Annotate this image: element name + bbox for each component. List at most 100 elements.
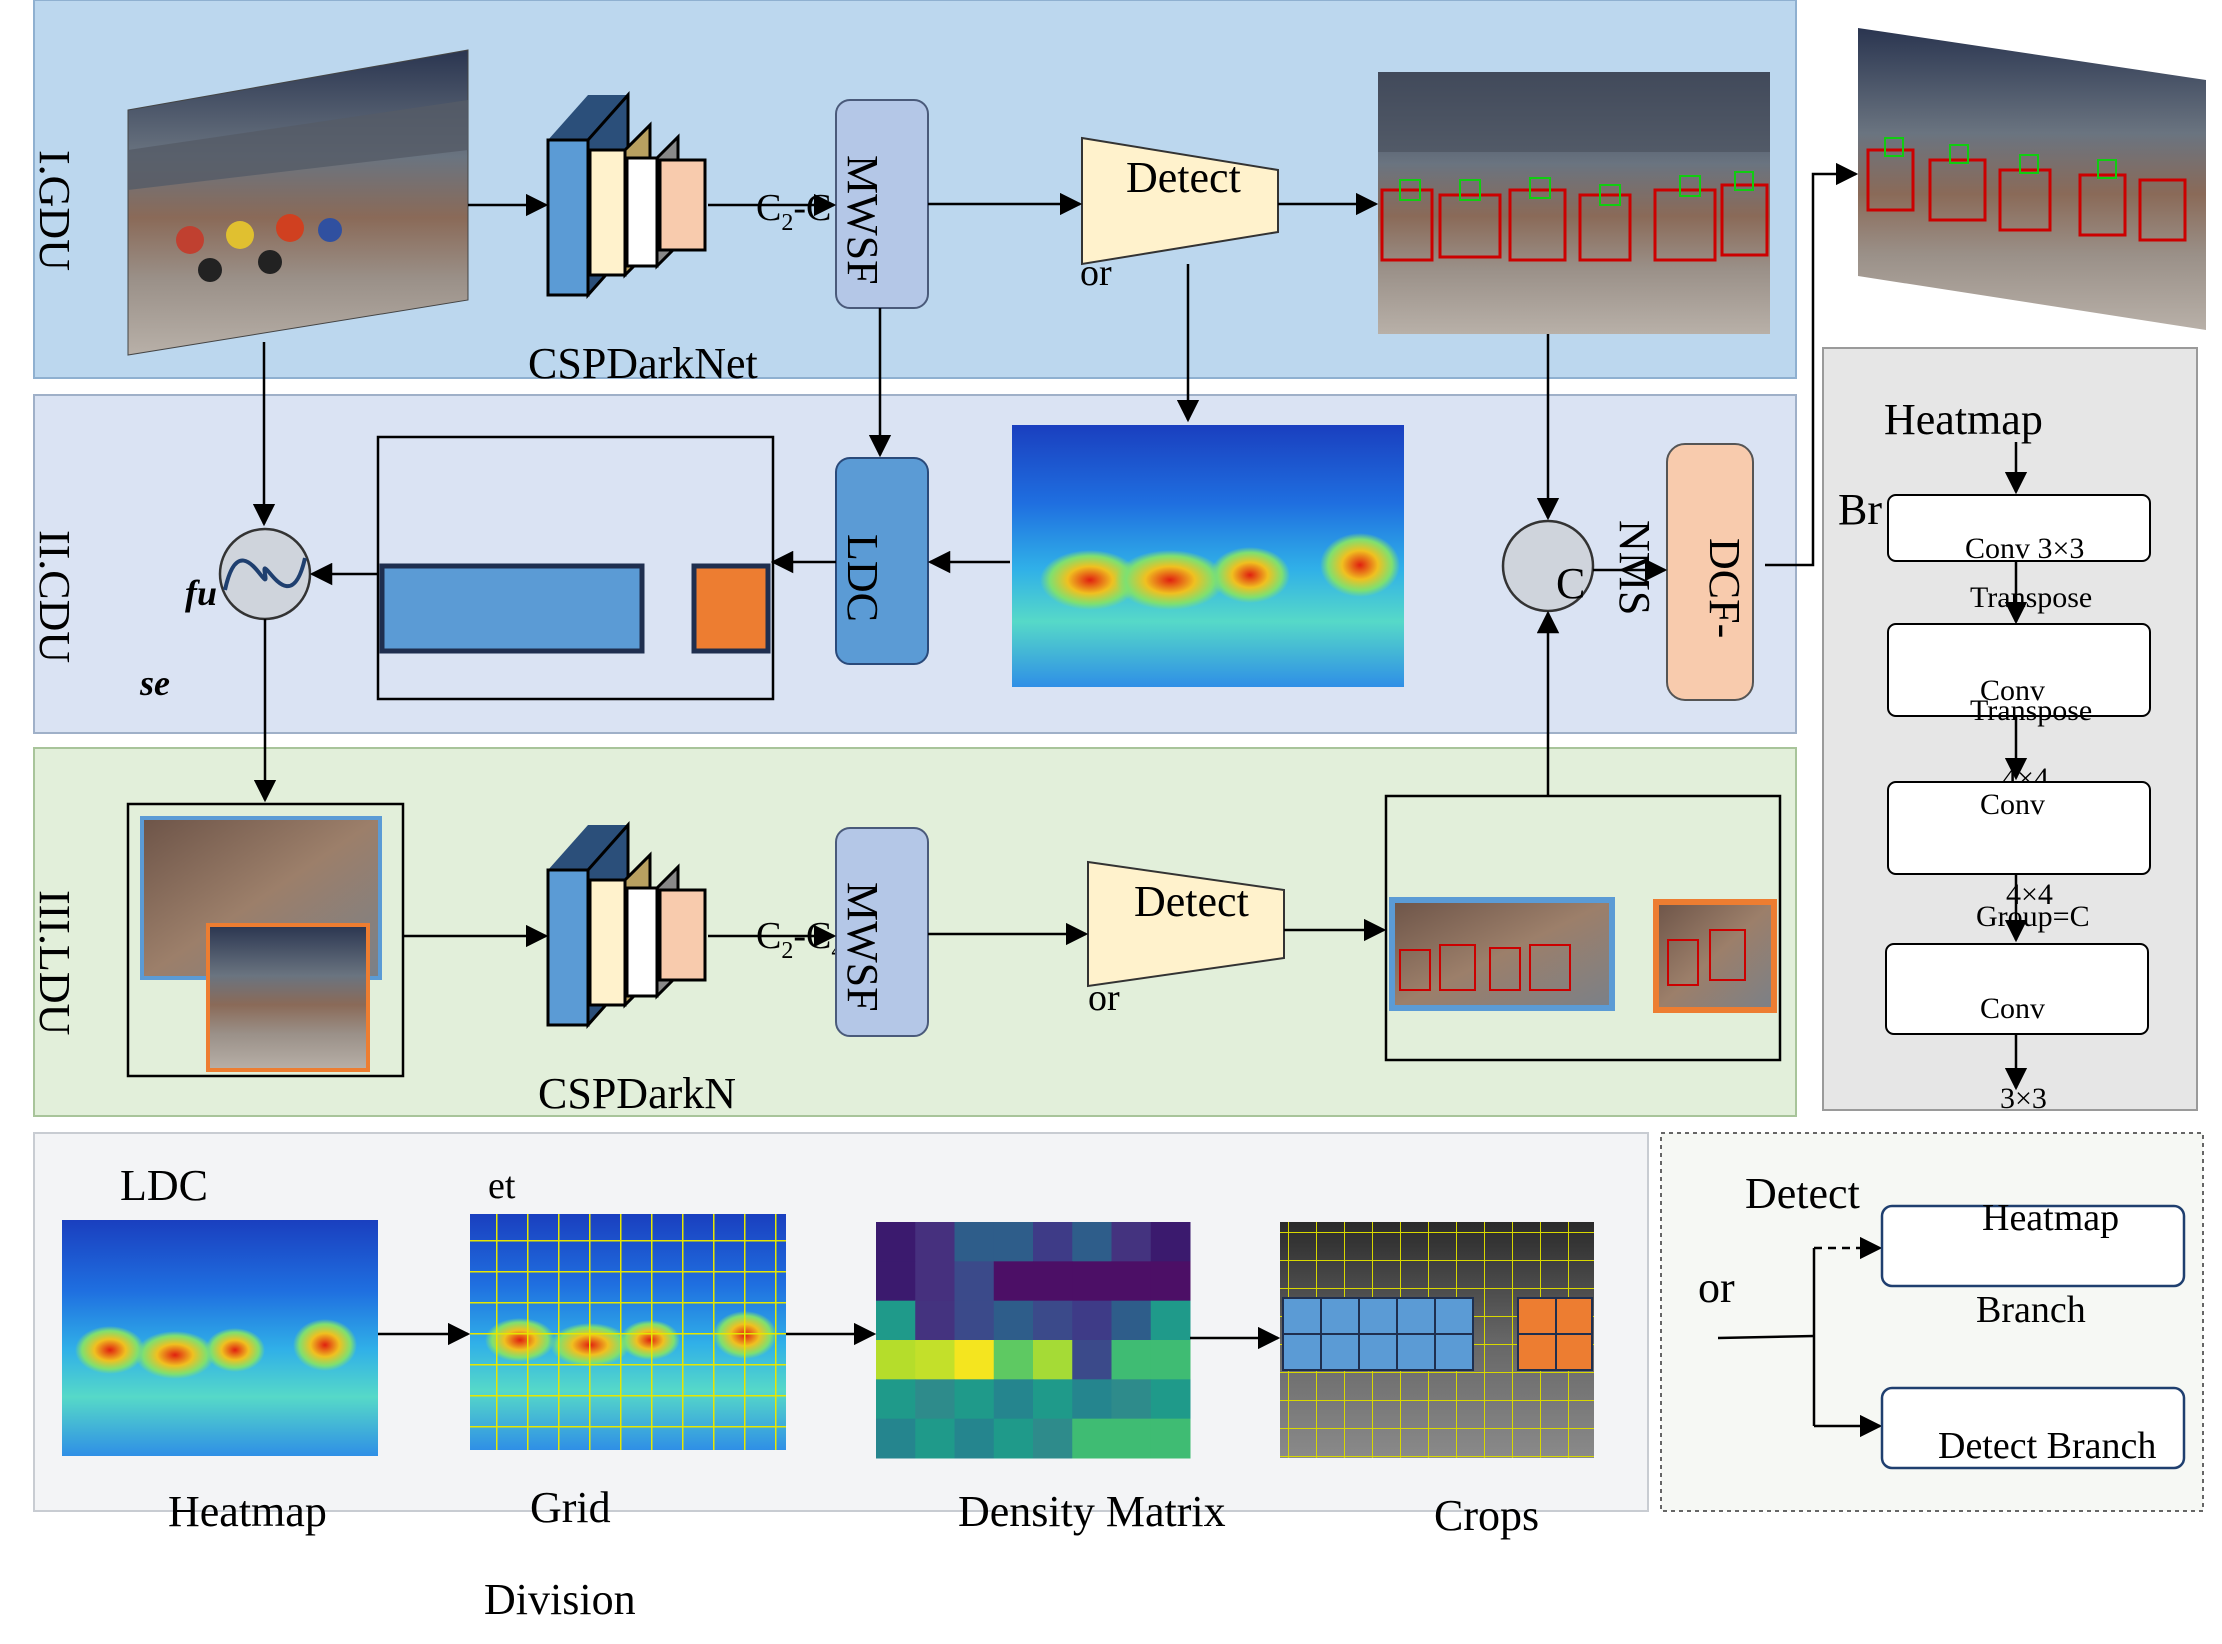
detect-or-label-ldu: or [1088,977,1120,1019]
ldc-crops [1280,1222,1594,1458]
mwsf-label: MWSF [838,155,887,285]
density-cell [993,1340,1034,1380]
density-cell [1111,1300,1152,1341]
hb-block-1 [1887,494,2151,562]
density-cell [993,1261,1034,1302]
density-cell [915,1340,955,1380]
ldc-panel-title-tail: et [488,1165,516,1207]
density-cell [1111,1379,1152,1420]
fuse-label-a: fu [185,573,217,613]
cdu-heatmap-image [1012,425,1404,687]
density-cell [915,1379,955,1420]
density-cell [1150,1379,1191,1420]
ldc-panel-title: LDC [120,1161,208,1210]
density-cell [1072,1340,1112,1380]
concat-label: C [1556,559,1585,608]
density-cell [1111,1261,1152,1302]
detect-or-label: or [1080,252,1112,294]
hb-block-3 [1887,781,2151,875]
hb-note-5: Group=C [1976,900,2090,933]
density-cell [954,1379,995,1420]
hb-block-2 [1887,623,2151,717]
input-image [127,49,469,356]
density-cell [915,1222,955,1262]
heatmap-branch-title: Heatmap [1884,395,2043,444]
ldc-grid-division [470,1214,786,1450]
section-label-gdu: I.GDU [30,150,79,271]
crop-image-sparse [206,923,370,1072]
c2-c4-label: C2-C4 [756,915,843,964]
section-label-ldu: III.LDU [30,890,79,1035]
density-cell [876,1300,916,1341]
density-cell [1072,1418,1112,1459]
density-cell [915,1300,955,1341]
density-cell [1150,1261,1191,1302]
section-label-cdu: II.CDU [30,530,79,663]
final-output-image [1858,28,2206,330]
hb-note-1: Transpose [1970,581,2092,614]
hb-block-1-label: Conv 3×3 [1965,532,2084,565]
nms-label: NMS [1610,520,1659,615]
detect-panel-input-line [1717,1334,1815,1340]
arrow-dcf-to-output [1765,162,1859,567]
density-cell [1150,1222,1191,1262]
detect-label: Detect [1126,153,1241,202]
hb-note-4: 4×4 [2006,878,2053,911]
dcf-label: DCF- [1700,538,1749,638]
density-cell [915,1261,955,1302]
ldc-step-grid-sub: Division [484,1575,636,1624]
density-cell [1033,1379,1073,1420]
density-cell [1072,1261,1112,1302]
ldc-step-grid: Grid [530,1483,611,1532]
cspdarknet-icon [546,91,707,299]
sparse-crop-block [691,563,771,654]
detect-panel-title: Detect [1745,1169,1860,1218]
density-cell [1150,1340,1191,1380]
density-cell [1033,1340,1073,1380]
density-cell [1072,1222,1112,1262]
density-cell [1033,1418,1073,1459]
mwsf-label-ldu: MWSF [838,882,887,1012]
density-cell [915,1418,955,1459]
detect-head [1081,136,1279,266]
density-cell [1072,1300,1112,1341]
density-cell [1033,1261,1073,1302]
crop-images-frame [126,802,405,1078]
ldc-heatmap [62,1220,378,1456]
hb-block-2-label: Conv [1980,674,2045,707]
density-cell [876,1261,916,1302]
cspdarknet-label-ldu: CSPDarkN [538,1069,736,1118]
detection-result-image [1378,72,1770,334]
density-cell [1150,1300,1191,1341]
density-cell [1111,1418,1152,1459]
density-cell [1111,1340,1152,1380]
fuse-symbol [223,557,307,591]
density-cell [993,1418,1034,1459]
heatmap-branch-box-l1: Heatmap [1982,1197,2119,1239]
density-cell [876,1379,916,1420]
ldc-step-crops: Crops [1434,1491,1539,1540]
heatmap-branch-br: Br [1838,485,1882,534]
density-cell [876,1222,916,1262]
local-result-dense [1389,897,1615,1011]
density-cell [993,1300,1034,1341]
detect-branch-box-label: Detect Branch [1938,1425,2156,1467]
density-cell [954,1340,995,1380]
density-cell [876,1340,916,1380]
cspdarknet-icon-ldu [546,821,707,1029]
heatmap-branch-box [1880,1204,2186,1288]
density-cell [1111,1222,1152,1262]
c2-label: C2-C [756,187,831,236]
density-cell [876,1418,916,1459]
density-cell [954,1300,995,1341]
local-result-sparse [1653,899,1777,1013]
hb-note-6: 3×3 [2000,1082,2047,1115]
density-cell [993,1222,1034,1262]
density-cell [993,1379,1034,1420]
ldc-step-heatmap: Heatmap [168,1487,327,1536]
detect-label-ldu: Detect [1134,877,1249,926]
cspdarknet-label: CSPDarkNet [528,339,758,388]
dense-crop-block [379,563,645,654]
